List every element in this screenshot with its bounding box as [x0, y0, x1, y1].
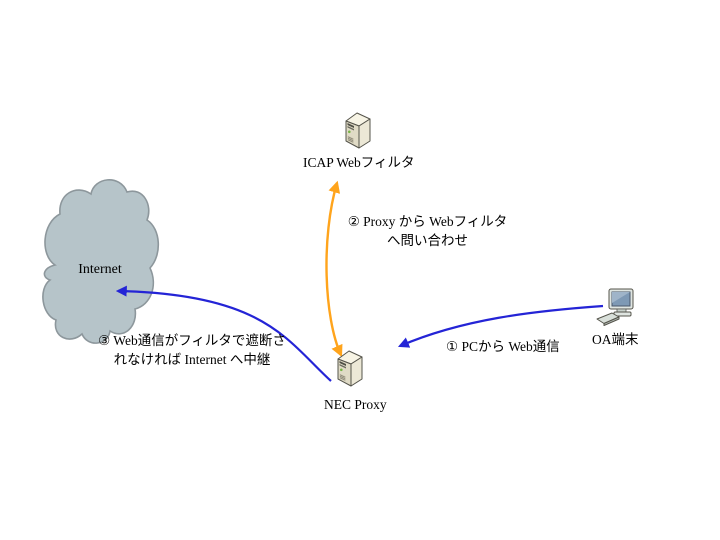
oa-terminal-pc-icon — [596, 288, 634, 326]
oa-terminal-label: OA端末 — [592, 332, 639, 347]
pc-proxy-arrow — [397, 304, 604, 348]
flow-step3-line2: れなければ Internet へ中継 — [113, 352, 271, 367]
flow-step2-label: ② Proxy から Webフィルタ へ問い合わせ — [335, 212, 520, 250]
flow-step2-line2: へ問い合わせ — [387, 233, 468, 248]
nec-proxy-label: NEC Proxy — [324, 397, 387, 412]
proxy-internet-arrow — [115, 285, 332, 382]
proxy-server-icon — [337, 350, 363, 387]
flow-step3-label: ③ Web通信がフィルタで遮断さ れなければ Internet へ中継 — [88, 331, 296, 369]
internet-label: Internet — [78, 262, 122, 277]
internet-cloud — [42, 179, 160, 344]
icap-server-icon — [345, 112, 371, 149]
flow-step3-line1: ③ Web通信がフィルタで遮断さ — [98, 333, 286, 348]
proxy-filter-arrow — [325, 180, 343, 358]
icap-filter-label: ICAP Webフィルタ — [303, 155, 415, 170]
flow-step1-label: ① PCから Web通信 — [446, 339, 560, 354]
flow-step2-line1: ② Proxy から Webフィルタ — [347, 214, 508, 229]
